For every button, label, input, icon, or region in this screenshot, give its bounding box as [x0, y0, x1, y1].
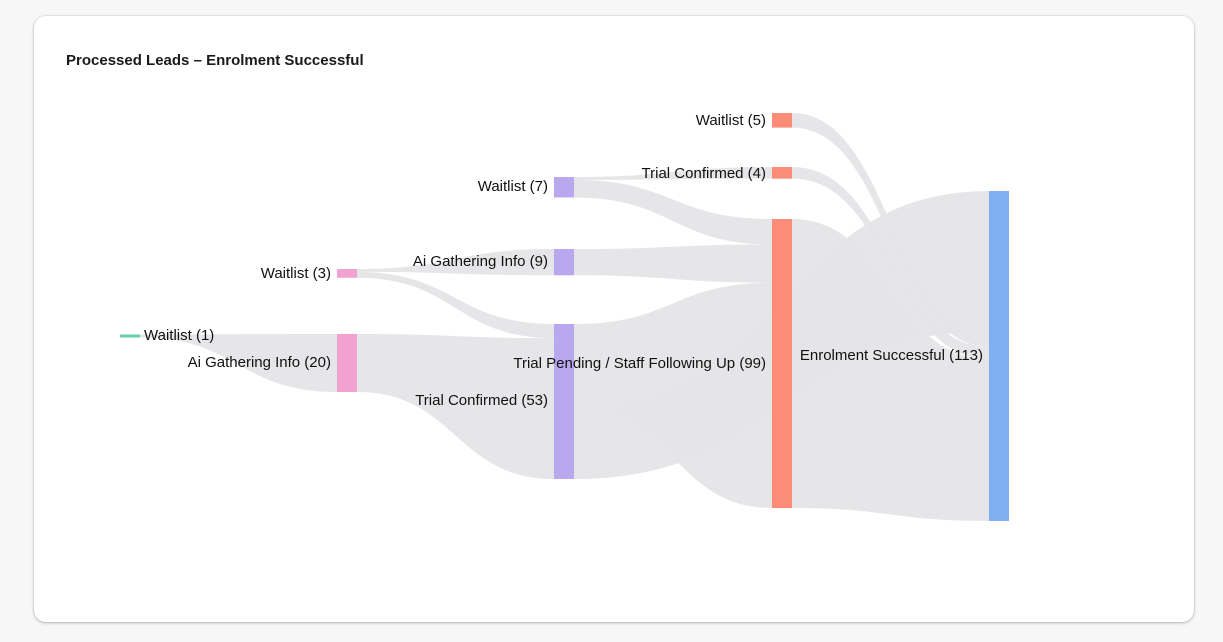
sankey-node-wl5[interactable]	[772, 113, 792, 128]
sankey-node-label-wl7: Waitlist (7)	[478, 178, 548, 195]
sankey-node-tc53[interactable]	[772, 219, 792, 508]
sankey-node-label-wl3: Waitlist (3)	[261, 265, 331, 282]
sankey-node-label-tc53: Trial Confirmed (53)	[415, 392, 548, 409]
sankey-labels: Waitlist (1) Waitlist (3) Ai Gathering Inf…	[144, 112, 983, 409]
sankey-link-wl3-ai9[interactable]	[357, 249, 554, 276]
sankey-link-wl7-tc53[interactable]	[574, 179, 772, 245]
sankey-node-ai20[interactable]	[337, 334, 357, 392]
sankey-link-ai20-tp99[interactable]	[357, 334, 554, 479]
sankey-nodes	[120, 113, 1009, 521]
sankey-node-wl3[interactable]	[337, 269, 357, 278]
sankey-node-wl7[interactable]	[554, 177, 574, 198]
sankey-node-tp99[interactable]	[554, 324, 574, 479]
sankey-links	[140, 113, 989, 521]
sankey-node-label-ai9: Ai Gathering Info (9)	[413, 253, 548, 270]
sankey-node-label-ai20: Ai Gathering Info (20)	[188, 354, 331, 371]
sankey-node-label-tc4: Trial Confirmed (4)	[642, 165, 766, 182]
sankey-chart: Waitlist (1) Waitlist (3) Ai Gathering Inf…	[120, 112, 1009, 521]
sankey-link-wl3-tp99[interactable]	[357, 271, 554, 339]
sankey-node-wl1[interactable]	[120, 334, 140, 338]
sankey-node-tc4[interactable]	[772, 167, 792, 179]
chart-card: Processed Leads – Enrolment Successful W…	[34, 16, 1194, 622]
chart-title: Processed Leads – Enrolment Successful	[66, 52, 364, 69]
sankey-link-ai9-tc53[interactable]	[574, 244, 772, 283]
sankey-node-label-wl1: Waitlist (1)	[144, 327, 214, 344]
sankey-link-wl5-es113[interactable]	[792, 113, 989, 347]
sankey-node-label-tp99: Trial Pending / Staff Following Up (99)	[513, 355, 766, 372]
sankey-node-label-es113: Enrolment Successful (113)	[800, 347, 983, 364]
sankey-node-ai9[interactable]	[554, 249, 574, 276]
sankey-link-wl1-ai20[interactable]	[140, 334, 337, 392]
sankey-node-es113[interactable]	[989, 191, 1009, 521]
sankey-link-tc53-es113[interactable]	[792, 219, 989, 521]
sankey-link-tc4-es113[interactable]	[792, 167, 989, 360]
sankey-link-wl7-tc4[interactable]	[574, 167, 772, 180]
sankey-node-label-wl5: Waitlist (5)	[696, 112, 766, 129]
